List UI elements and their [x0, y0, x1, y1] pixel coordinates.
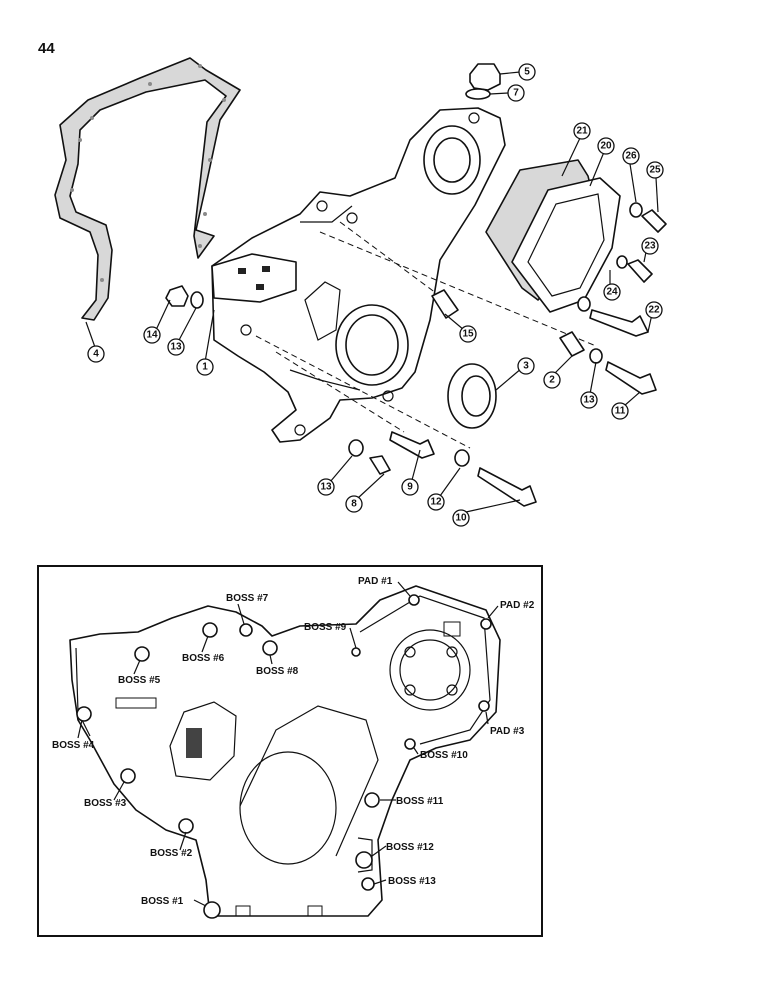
label-boss-3: BOSS #3	[84, 798, 127, 809]
svg-text:13: 13	[583, 395, 595, 406]
part-15-dowel	[431, 289, 459, 319]
label-boss-6: BOSS #6	[182, 653, 225, 664]
label-boss-4: BOSS #4	[52, 740, 95, 751]
svg-text:13: 13	[170, 342, 182, 353]
svg-text:25: 25	[649, 165, 661, 176]
part-10-bolt	[477, 467, 537, 507]
callout-25: 25	[646, 161, 664, 179]
callout-9: 9	[401, 478, 419, 496]
part-2-dowel	[559, 331, 585, 357]
svg-text:1: 1	[202, 362, 208, 373]
label-pad-2: PAD #2	[500, 600, 535, 611]
svg-text:14: 14	[146, 330, 158, 341]
part-8-bolt	[369, 455, 391, 475]
svg-text:7: 7	[513, 88, 519, 99]
svg-text:22: 22	[648, 305, 660, 316]
callout-1: 1	[196, 358, 214, 376]
svg-text:20: 20	[600, 141, 612, 152]
label-boss-13: BOSS #13	[388, 876, 436, 887]
part-22-bolt	[589, 309, 649, 337]
svg-text:15: 15	[462, 329, 474, 340]
part-26-washer	[629, 202, 643, 218]
part-13-washer-bottom	[348, 439, 364, 457]
svg-text:8: 8	[351, 499, 357, 510]
svg-text:11: 11	[615, 406, 626, 417]
callout-24: 24	[603, 283, 621, 301]
callout-21: 21	[573, 122, 591, 140]
label-pad-1: PAD #1	[358, 576, 393, 587]
callout-5: 5	[518, 63, 536, 81]
svg-text:2: 2	[549, 375, 555, 386]
part-5-plug	[469, 63, 501, 91]
svg-text:13: 13	[320, 482, 332, 493]
part-4-gasket	[54, 57, 241, 321]
callout-15: 15	[459, 325, 477, 343]
part-7-washer	[465, 88, 491, 100]
part-24-washer-lower	[577, 296, 591, 312]
svg-text:3: 3	[523, 361, 529, 372]
label-boss-5: BOSS #5	[118, 675, 161, 686]
label-boss-11: BOSS #11	[396, 796, 444, 807]
callout-2: 2	[543, 371, 561, 389]
callout-11: 11	[611, 402, 629, 420]
cover-outline	[69, 585, 501, 917]
callout-13-right: 13	[580, 391, 598, 409]
part-24-washer	[616, 255, 628, 269]
part-9-bolt	[389, 431, 435, 459]
svg-text:24: 24	[606, 287, 618, 298]
label-boss-9: BOSS #9	[304, 622, 347, 633]
part-13-washer	[190, 291, 204, 309]
callout-12: 12	[427, 493, 445, 511]
label-boss-2: BOSS #2	[150, 848, 193, 859]
label-boss-1: BOSS #1	[141, 896, 184, 907]
callout-7: 7	[507, 84, 525, 102]
callouts: 1 2 3 4 5 7 8 9 10 11 12 13 13 13 14 15 …	[87, 63, 664, 527]
callout-20: 20	[597, 137, 615, 155]
svg-text:4: 4	[93, 349, 99, 360]
callout-23: 23	[641, 237, 659, 255]
label-boss-12: BOSS #12	[386, 842, 434, 853]
callout-4: 4	[87, 345, 105, 363]
label-boss-7: BOSS #7	[226, 593, 269, 604]
label-boss-10: BOSS #10	[420, 750, 468, 761]
label-pad-3: PAD #3	[490, 726, 525, 737]
svg-text:21: 21	[576, 126, 588, 137]
part-13-washer-right	[589, 348, 603, 364]
svg-text:9: 9	[407, 482, 413, 493]
svg-text:12: 12	[430, 497, 442, 508]
part-25-bolt	[641, 209, 667, 233]
svg-text:5: 5	[524, 67, 530, 78]
part-3-seal	[447, 363, 497, 429]
callout-22: 22	[645, 301, 663, 319]
label-boss-8: BOSS #8	[256, 666, 299, 677]
exploded-view	[54, 57, 667, 513]
callout-26: 26	[622, 147, 640, 165]
callout-14: 14	[143, 326, 161, 344]
part-1-gear-cover	[211, 107, 506, 443]
svg-text:26: 26	[625, 151, 637, 162]
svg-text:10: 10	[455, 513, 467, 524]
callout-13-bottom: 13	[317, 478, 335, 496]
callout-8: 8	[345, 495, 363, 513]
part-11-bolt	[605, 361, 657, 395]
callout-13-left: 13	[167, 338, 185, 356]
boss-location-diagram: BOSS #1 BOSS #2 BOSS #3 BOSS #4 BOSS #5 …	[37, 565, 543, 937]
page-number: 44	[38, 40, 55, 57]
callout-3: 3	[517, 357, 535, 375]
part-14-nut	[165, 285, 189, 307]
part-23-bolt	[627, 259, 653, 283]
svg-text:23: 23	[644, 241, 656, 252]
diagram-frame	[37, 565, 543, 937]
callout-10: 10	[452, 509, 470, 527]
part-12-washer	[454, 449, 470, 467]
